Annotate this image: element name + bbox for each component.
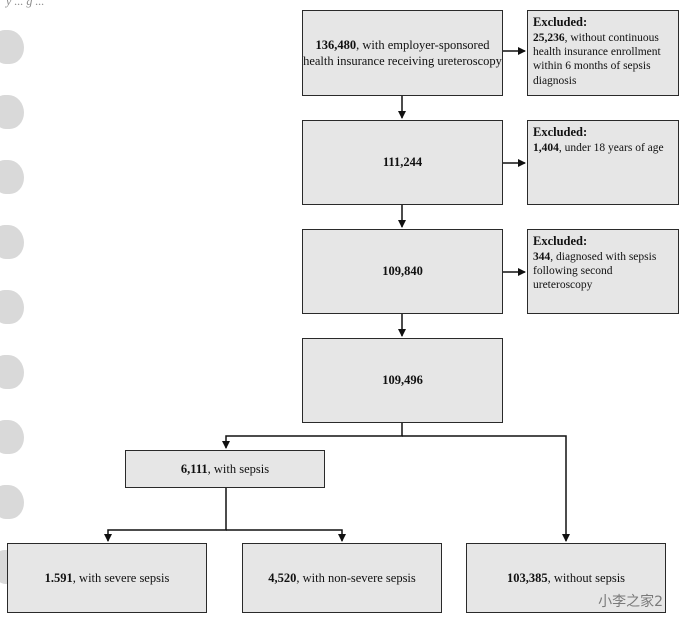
connector-nonsevere xyxy=(226,529,346,542)
connector-severe xyxy=(104,488,227,542)
exclusion-box-age: Excluded: 1,404, under 18 years of age xyxy=(527,120,679,205)
box-nonsevere-sepsis: 4,520, with non-severe sepsis xyxy=(242,543,442,613)
box-after-exclusion-2: 109,840 xyxy=(302,229,503,314)
left-edge-decoration xyxy=(0,0,40,627)
watermark: 小李之家2 xyxy=(598,594,663,610)
box-without-sepsis: 103,385, without sepsis xyxy=(466,543,666,613)
exclusion-heading: Excluded: xyxy=(533,125,588,139)
exclusion-heading: Excluded: xyxy=(533,234,588,248)
box-ureteroscopy-cohort: 136,480, with employer-sponsored health … xyxy=(302,10,503,96)
box-with-sepsis: 6,111, with sepsis xyxy=(125,450,325,488)
exclusion-box-second-ureteroscopy: Excluded: 344, diagnosed with sepsis fol… xyxy=(527,229,679,314)
box-severe-sepsis: 1.591, with severe sepsis xyxy=(7,543,207,613)
split-connector xyxy=(222,423,403,449)
connector-without xyxy=(402,435,570,542)
box-after-exclusion-1: 111,244 xyxy=(302,120,503,205)
cropped-caption: y ... g ... xyxy=(6,0,45,8)
exclusion-box-enrollment: Excluded: 25,236, without continuous hea… xyxy=(527,10,679,96)
box-final-cohort: 109,496 xyxy=(302,338,503,423)
exclusion-heading: Excluded: xyxy=(533,15,588,29)
